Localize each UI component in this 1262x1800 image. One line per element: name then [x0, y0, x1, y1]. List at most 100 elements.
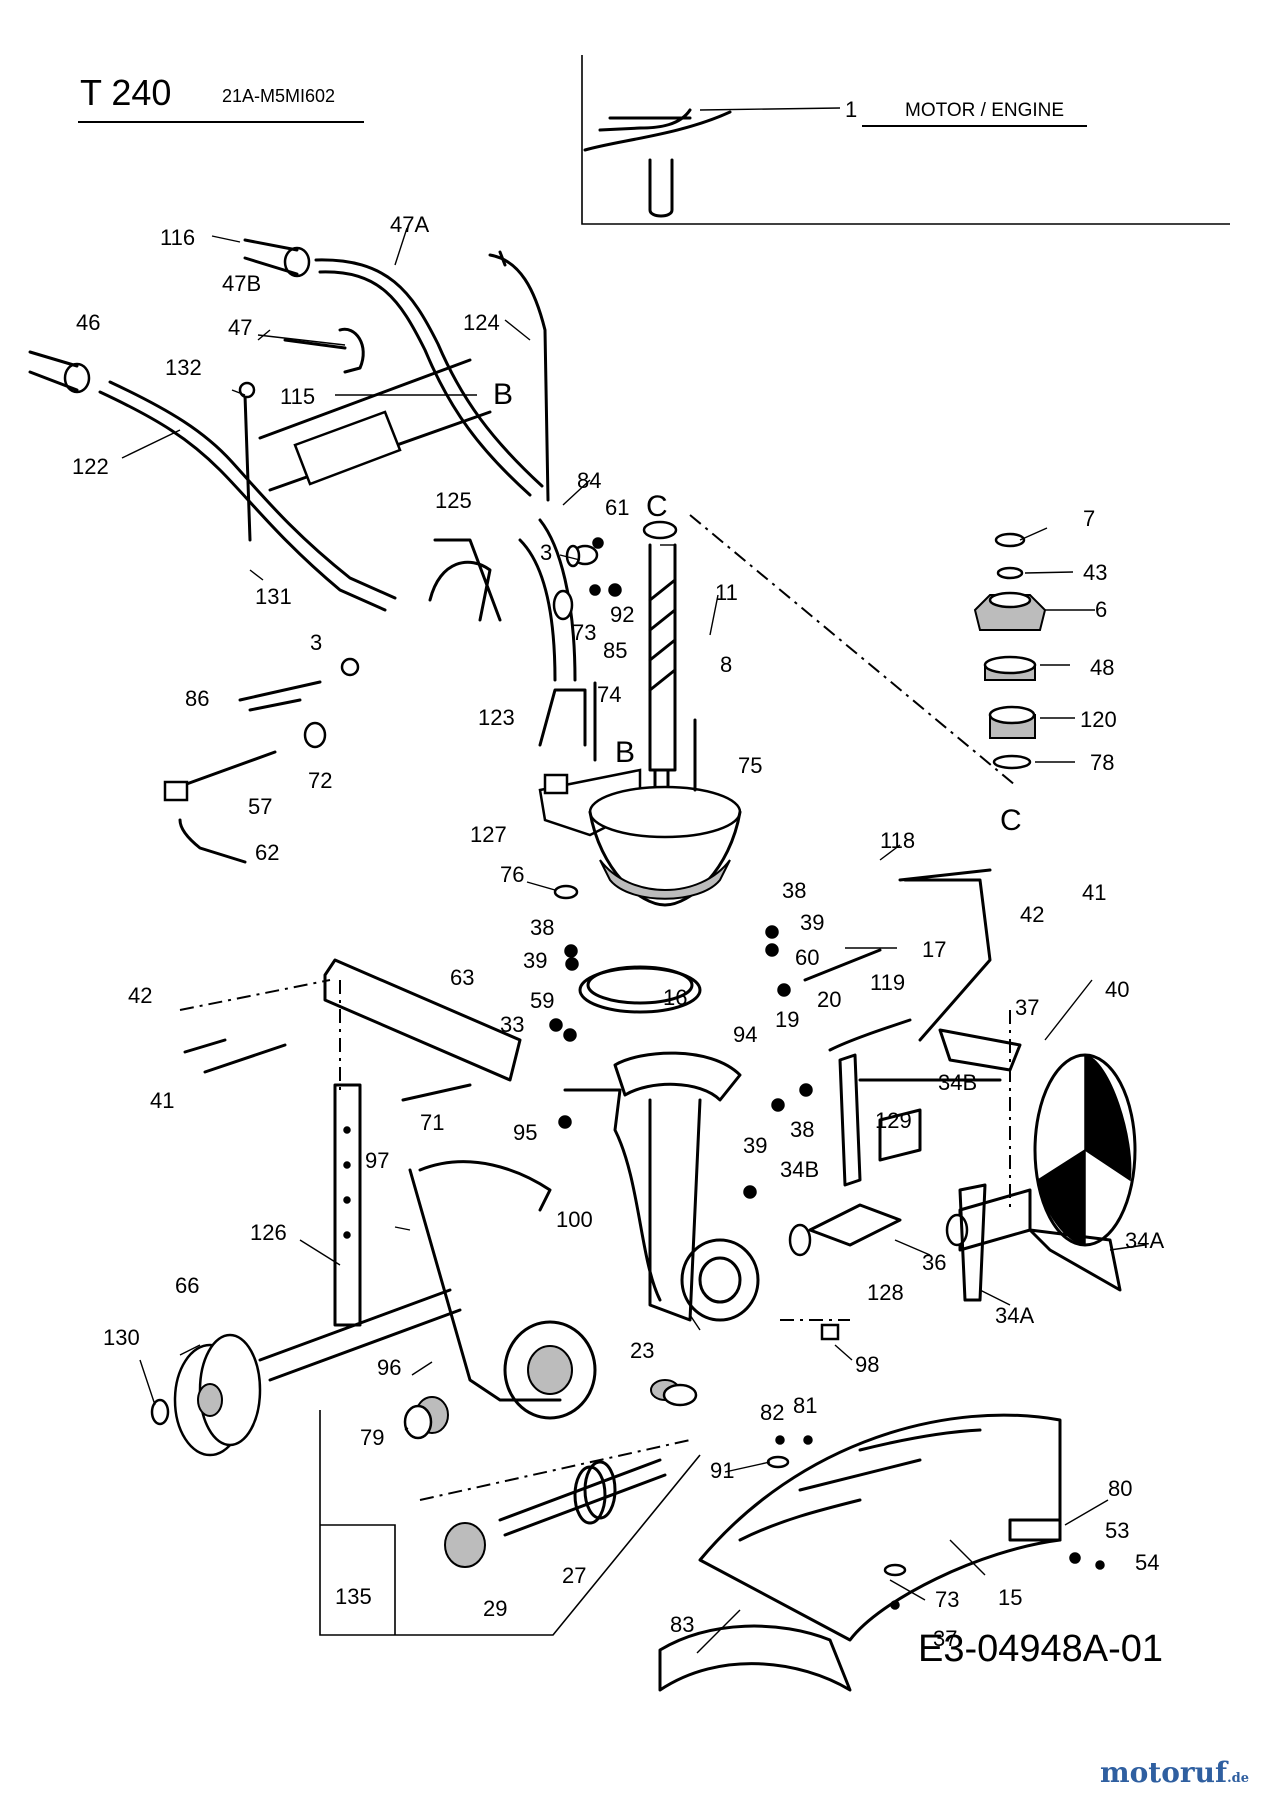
callout: 42: [1020, 902, 1044, 927]
handlebar-assembly: [28, 238, 587, 747]
callout: 54: [1135, 1550, 1159, 1575]
callout: 47: [228, 315, 252, 340]
callout: 82: [760, 1400, 784, 1425]
callout: 29: [483, 1596, 507, 1621]
callout: 127: [470, 822, 507, 847]
callout: 8: [720, 652, 732, 677]
gearbox-lower: [408, 1051, 760, 1420]
callout: 59: [530, 988, 554, 1013]
callout: 42: [128, 983, 152, 1008]
hardware: [163, 537, 992, 1440]
callout: 125: [435, 488, 472, 513]
callout: 43: [1083, 560, 1107, 585]
callout: 91: [710, 1458, 734, 1483]
callout: 38: [782, 878, 806, 903]
callout: 57: [248, 794, 272, 819]
callout: 6: [1095, 597, 1107, 622]
callout: 120: [1080, 707, 1117, 732]
shaft-assembly: [642, 514, 1047, 792]
callout: 66: [175, 1273, 199, 1298]
drawing-number: E3-04948A-01: [918, 1628, 1164, 1670]
callout: 72: [308, 768, 332, 793]
title-underline: [78, 121, 364, 123]
callout: 34A: [1125, 1228, 1164, 1253]
callout: 71: [420, 1110, 444, 1135]
callout: 116: [160, 225, 195, 250]
callout: 97: [365, 1148, 389, 1173]
callout: 39: [800, 910, 824, 935]
callout: 132: [165, 355, 202, 380]
watermark-logo: motoruf.de: [1100, 1756, 1249, 1789]
callout: 53: [1105, 1518, 1129, 1543]
tine-assembly: [788, 878, 1137, 1302]
shield-assembly: [658, 1413, 1105, 1692]
callout: 63: [450, 965, 474, 990]
callout: 83: [670, 1612, 694, 1637]
callout: 126: [250, 1220, 287, 1245]
watermark-suffix: .de: [1227, 1771, 1249, 1786]
callout: 41: [1082, 880, 1106, 905]
callout: 130: [103, 1325, 140, 1350]
callout: 36: [922, 1250, 946, 1275]
callout: 62: [255, 840, 279, 865]
callout: 98: [855, 1352, 879, 1377]
leader-lines: [121, 227, 1146, 1654]
callout: 16: [663, 985, 687, 1010]
callout: 7: [1083, 506, 1095, 531]
callout: 15: [998, 1585, 1022, 1610]
callout: 48: [1090, 655, 1114, 680]
callout: 74: [597, 682, 621, 707]
callout: 115: [280, 384, 315, 409]
ref-letter-b-upper: B: [493, 378, 513, 411]
callout: 96: [377, 1355, 401, 1380]
callout: 19: [775, 1007, 799, 1032]
callout: 33: [500, 1012, 524, 1037]
callout: 75: [738, 753, 762, 778]
ref-letter-c-upper: C: [646, 490, 668, 523]
callout: 34B: [780, 1157, 819, 1182]
callout: 135: [335, 1584, 372, 1609]
callout: 95: [513, 1120, 537, 1145]
callout: 3: [540, 540, 552, 565]
engine-label: MOTOR / ENGINE: [905, 100, 1065, 121]
callout: 84: [577, 468, 601, 493]
callout: 41: [150, 1088, 174, 1113]
callout: 20: [817, 987, 841, 1012]
callout: 123: [478, 705, 515, 730]
callout: 73: [572, 620, 596, 645]
callout: 38: [790, 1117, 814, 1142]
callout: 47A: [390, 212, 429, 237]
callout: 37: [933, 1626, 957, 1651]
ref-letter-b-lower: B: [615, 736, 635, 769]
part-callouts: 116 47A 47B 47 46 132 115 124 122 131 84…: [72, 212, 1164, 1651]
callout: 61: [605, 495, 629, 520]
callout: 100: [556, 1207, 593, 1232]
callout: 118: [880, 828, 915, 853]
callout: 73: [935, 1587, 959, 1612]
watermark-text: motoruf: [1100, 1756, 1228, 1789]
callout-engine: 1: [845, 97, 857, 122]
ref-letter-c-lower: C: [1000, 804, 1022, 837]
callout: 3: [310, 630, 322, 655]
engine-label-underline: [862, 125, 1087, 127]
callout: 94: [733, 1022, 757, 1047]
callout: 37: [1015, 995, 1039, 1020]
callout: 34B: [938, 1070, 977, 1095]
callout: 81: [793, 1393, 817, 1418]
callout: 39: [743, 1133, 767, 1158]
engine-inset: [581, 55, 1230, 225]
callout: 131: [255, 584, 292, 609]
callout: 40: [1105, 977, 1129, 1002]
callout: 79: [360, 1425, 384, 1450]
callout: 46: [76, 310, 100, 335]
callout: 76: [500, 862, 524, 887]
callout: 122: [72, 454, 109, 479]
callout: 38: [530, 915, 554, 940]
frame-bars: [179, 958, 522, 1382]
callout: 17: [922, 937, 946, 962]
callout: 60: [795, 945, 819, 970]
callout: 47B: [222, 271, 261, 296]
callout: 128: [867, 1280, 904, 1305]
callout: 85: [603, 638, 627, 663]
